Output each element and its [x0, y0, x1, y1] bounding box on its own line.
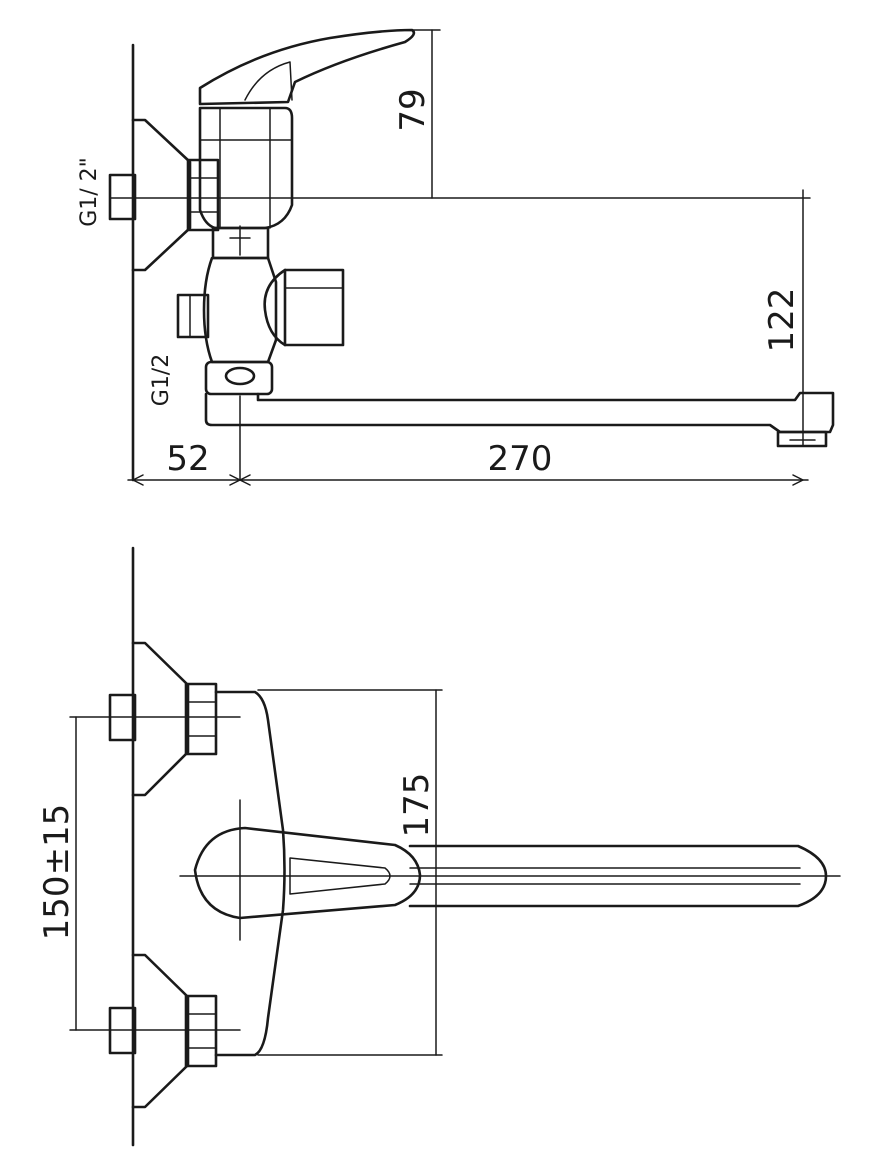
- lever-handle-side: [198, 28, 416, 106]
- diverter-outlet-nipple: [176, 293, 210, 339]
- side-view: 79 122 52 270 G1/ 2" G1/2: [77, 28, 835, 486]
- spout-side: [204, 391, 835, 434]
- upper-nut: [184, 682, 218, 756]
- inlet-nipple-side: [108, 173, 137, 221]
- dim-175-label: 175: [397, 773, 437, 838]
- aerator-side: [776, 430, 828, 448]
- diverter-knob-front: [263, 268, 287, 347]
- dim-arrow: [132, 474, 144, 486]
- hex-nut-side: [186, 158, 220, 232]
- thread-label-diverter: G1/2: [149, 354, 174, 406]
- swivel-collar-side: [204, 360, 274, 396]
- lever-front: [193, 826, 422, 920]
- dim-arrow: [239, 474, 251, 486]
- dim-arrow: [792, 474, 804, 486]
- lower-nut: [184, 994, 218, 1068]
- lever-inset: [289, 857, 391, 895]
- dim-150-label: 150±15: [37, 804, 77, 941]
- dim-122-label: 122: [762, 288, 802, 353]
- dim-270-label: 270: [488, 439, 553, 479]
- upper-flange: [131, 641, 190, 797]
- diverter-knob-side: [283, 268, 345, 347]
- dim-79-label: 79: [393, 88, 433, 131]
- collar-detail: [224, 366, 256, 386]
- mixer-body-side: [198, 106, 294, 230]
- front-view: 150±15 175: [37, 546, 841, 1147]
- dim-52-label: 52: [166, 439, 209, 479]
- mixer-body-front: [214, 690, 286, 1057]
- wall-flange-side: [131, 118, 192, 272]
- thread-label-inlet: G1/ 2": [77, 157, 102, 227]
- lower-flange: [131, 953, 190, 1109]
- lever-detail: [244, 61, 293, 101]
